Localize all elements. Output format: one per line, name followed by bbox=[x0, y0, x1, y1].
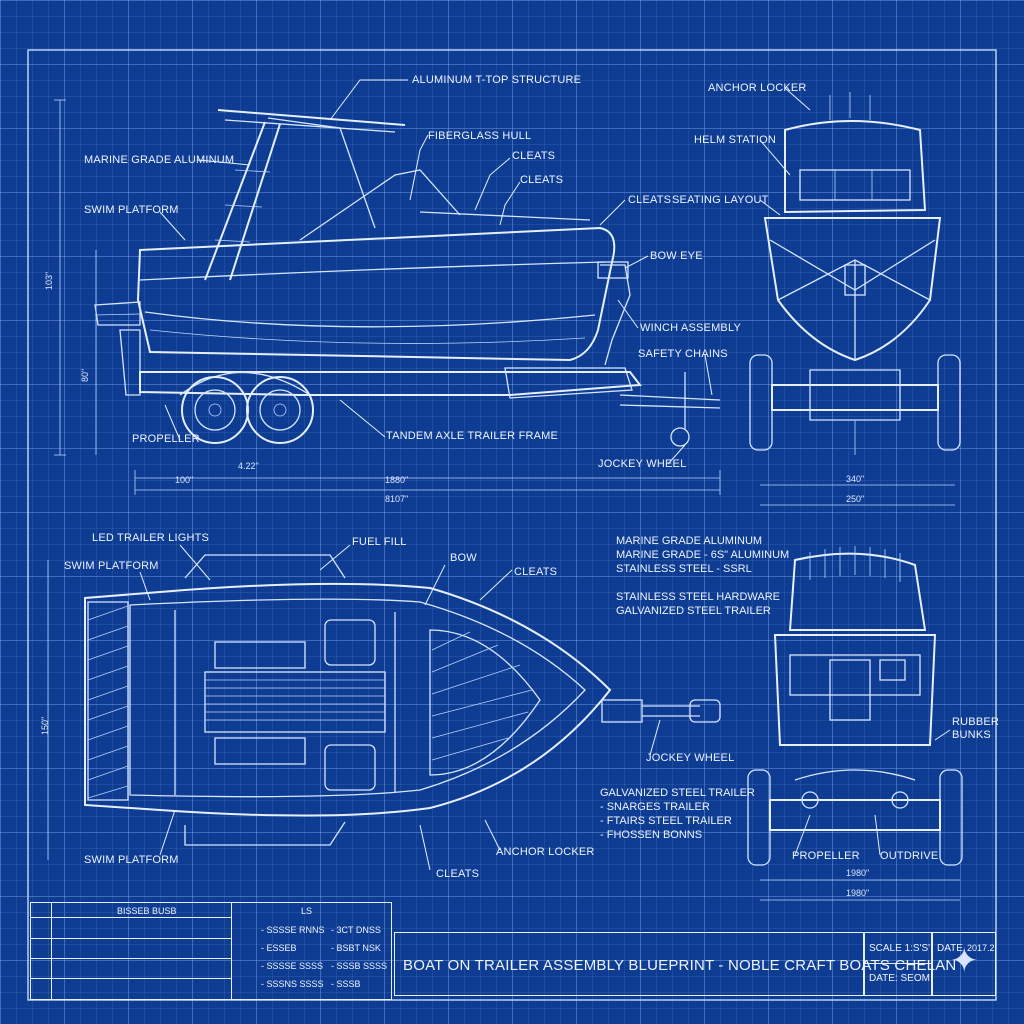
dim-1880: 1880" bbox=[385, 475, 409, 485]
side-view bbox=[54, 79, 721, 495]
scale-text: SCALE 1:S'S' bbox=[869, 943, 931, 954]
material-line: STAINLESS STEEL - SSRL bbox=[616, 563, 752, 575]
front-view bbox=[749, 87, 961, 506]
label-helm-station: HELM STATION bbox=[694, 134, 777, 146]
hardware-line: STAINLESS STEEL HARDWARE bbox=[616, 591, 781, 603]
trailer-spec-item: - SNARGES TRAILER bbox=[600, 801, 710, 813]
dim-250: 250" bbox=[846, 494, 865, 504]
label-cleats-top: CLEATS bbox=[514, 566, 558, 578]
legend-item: - SSSB SSSS bbox=[331, 961, 388, 971]
dim-340: 340" bbox=[846, 474, 865, 484]
label-bow-eye: BOW EYE bbox=[650, 250, 703, 262]
label-marine-aluminum: MARINE GRADE ALUMINUM bbox=[84, 154, 235, 166]
label-winch-assembly: WINCH ASSEMBLY bbox=[640, 322, 742, 334]
label-jockey-wheel-top: JOCKEY WHEEL bbox=[646, 752, 735, 764]
dim-8107: 8107" bbox=[385, 494, 409, 504]
label-anchor-locker-front: ANCHOR LOCKER bbox=[708, 82, 807, 94]
dim-top-height: 150" bbox=[40, 716, 50, 735]
label-fiberglass-hull: FIBERGLASS HULL bbox=[428, 130, 532, 142]
dim-422: 4.22" bbox=[238, 461, 259, 471]
label-seating-layout: SEATING LAYOUT bbox=[672, 194, 769, 206]
rear-view bbox=[747, 546, 963, 901]
sparkle-icon: ✦ bbox=[950, 942, 979, 980]
label-cleats-3: CLEATS bbox=[628, 194, 672, 206]
top-view bbox=[47, 544, 721, 871]
dim-height-1: 103" bbox=[44, 271, 54, 290]
label-swim-platform-top: SWIM PLATFORM bbox=[64, 560, 159, 572]
title-block: BOAT ON TRAILER ASSEMBLY BLUEPRINT - NOB… bbox=[394, 932, 956, 996]
trailer-spec-item: - FHOSSEN BONNS bbox=[600, 829, 703, 841]
legend-header-right: LS bbox=[301, 906, 313, 916]
trailer-spec-item: - FTAIRS STEEL TRAILER bbox=[600, 815, 732, 827]
label-propeller-rear: PROPELLER bbox=[792, 850, 860, 862]
label-cleats-2: CLEATS bbox=[520, 174, 564, 186]
dim-height-2: 80" bbox=[80, 368, 90, 382]
legend-item: - BSBT NSK bbox=[331, 943, 381, 953]
label-led-lights: LED TRAILER LIGHTS bbox=[92, 532, 210, 544]
date-label: DATE bbox=[937, 943, 963, 954]
label-jockey-wheel: JOCKEY WHEEL bbox=[598, 458, 687, 470]
scale-block: SCALE 1:S'S' DATE: SEOM bbox=[864, 932, 932, 996]
date-value: 2017.2 bbox=[967, 943, 995, 953]
sheet-border bbox=[27, 49, 997, 1001]
legend-header-left: BISSEB BUSB bbox=[117, 906, 177, 916]
hardware-line: GALVANIZED STEEL TRAILER bbox=[616, 605, 771, 617]
legend-item: - SSSB bbox=[331, 979, 361, 989]
label-cleats-1: CLEATS bbox=[512, 150, 556, 162]
date-secondary: DATE: SEOM bbox=[869, 973, 930, 984]
label-safety-chains: SAFETY CHAINS bbox=[638, 348, 728, 360]
legend-item: - SSSNS SSSS bbox=[261, 979, 324, 989]
label-t-top: ALUMINUM T-TOP STRUCTURE bbox=[412, 74, 582, 86]
dim-1980b: 1980" bbox=[846, 888, 870, 898]
dim-1980a: 1980" bbox=[846, 868, 870, 878]
label-swim-platform: SWIM PLATFORM bbox=[84, 204, 179, 216]
label-propeller: PROPELLER bbox=[132, 433, 200, 445]
label-rubber-bunks: RUBBER BUNKS bbox=[952, 716, 1000, 741]
label-swim-platform-bottom: SWIM PLATFORM bbox=[84, 854, 179, 866]
label-fuel-fill: FUEL FILL bbox=[352, 536, 407, 548]
legend-item: - 3CT DNSS bbox=[331, 925, 381, 935]
label-bow: BOW bbox=[450, 552, 477, 564]
materials-spec: MARINE GRADE ALUMINUM MARINE GRADE - 6S"… bbox=[616, 534, 789, 618]
dim-100: 100" bbox=[175, 475, 194, 485]
legend-item: - ESSEB bbox=[261, 943, 297, 953]
trailer-spec: GALVANIZED STEEL TRAILER - SNARGES TRAIL… bbox=[600, 786, 755, 842]
label-cleats-bottom: CLEATS bbox=[436, 868, 480, 880]
legend-block: BISSEB BUSB LS - SSSSE RNNS - 3CT DNSS -… bbox=[30, 902, 392, 1000]
trailer-spec-title: GALVANIZED STEEL TRAILER bbox=[600, 787, 755, 799]
drawing-title: BOAT ON TRAILER ASSEMBLY BLUEPRINT - NOB… bbox=[403, 957, 957, 974]
label-tandem-axle: TANDEM AXLE TRAILER FRAME bbox=[386, 430, 559, 442]
legend-item: - SSSSE RNNS bbox=[261, 925, 325, 935]
material-line: MARINE GRADE ALUMINUM bbox=[616, 535, 763, 547]
legend-item: - SSSSE SSSS bbox=[261, 961, 324, 971]
material-line: MARINE GRADE - 6S" ALUMINUM bbox=[616, 549, 790, 561]
date-block: DATE 2017.2 bbox=[932, 932, 996, 996]
label-outdrive: OUTDRIVE bbox=[880, 850, 939, 862]
label-anchor-locker-top: ANCHOR LOCKER bbox=[496, 846, 595, 858]
